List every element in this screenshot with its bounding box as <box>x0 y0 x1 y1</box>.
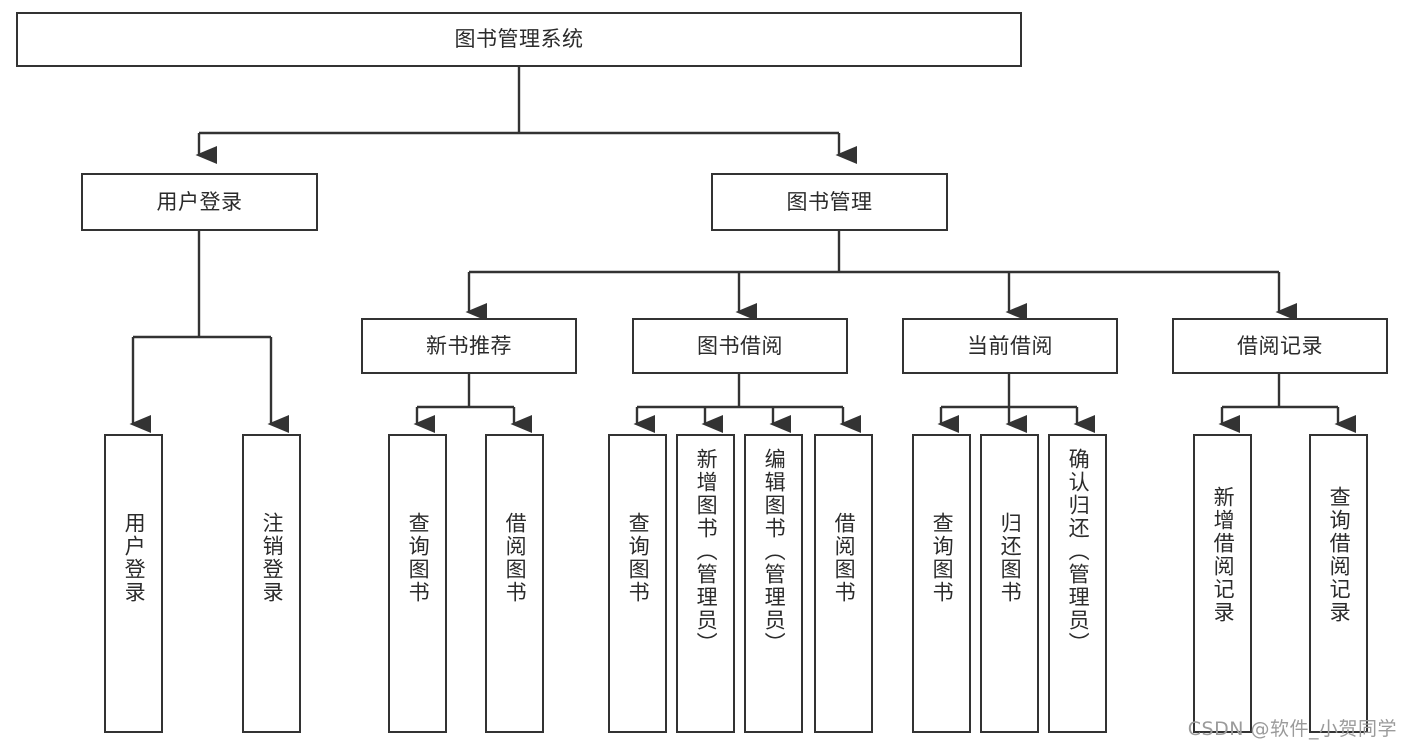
node-label: 编辑图书（管理员） <box>762 448 787 655</box>
leaf-current-borrow-confirm-return-admin[interactable]: 确认归还（管理员） <box>1048 434 1107 733</box>
leaf-book-borrow-borrow-books[interactable]: 借阅图书 <box>814 434 873 733</box>
node-new-book-recommend[interactable]: 新书推荐 <box>361 318 577 374</box>
node-user-login[interactable]: 用户登录 <box>81 173 318 231</box>
node-label: 查询图书 <box>930 512 955 604</box>
leaf-new-book-query-books[interactable]: 查询图书 <box>388 434 447 733</box>
leaf-current-borrow-return-books[interactable]: 归还图书 <box>980 434 1039 733</box>
node-label: 用户登录 <box>156 189 243 214</box>
node-label: 归还图书 <box>998 512 1023 604</box>
leaf-book-borrow-add-book-admin[interactable]: 新增图书（管理员） <box>676 434 735 733</box>
node-borrow-records[interactable]: 借阅记录 <box>1172 318 1388 374</box>
node-current-borrow[interactable]: 当前借阅 <box>902 318 1118 374</box>
node-label: 图书管理 <box>786 189 873 214</box>
leaf-book-borrow-edit-book-admin[interactable]: 编辑图书（管理员） <box>744 434 803 733</box>
node-root-book-management-system[interactable]: 图书管理系统 <box>16 12 1022 67</box>
node-label: 借阅记录 <box>1237 333 1323 358</box>
leaf-book-borrow-query-books[interactable]: 查询图书 <box>608 434 667 733</box>
node-label: 查询借阅记录 <box>1327 486 1352 624</box>
leaf-borrow-records-query-record[interactable]: 查询借阅记录 <box>1309 434 1368 733</box>
node-label: 借阅图书 <box>503 512 528 604</box>
csdn-watermark: CSDN @软件_小贺同学 <box>1187 718 1397 740</box>
node-label: 确认归还（管理员） <box>1066 448 1091 655</box>
node-label: 图书借阅 <box>697 333 783 358</box>
node-label: 图书管理系统 <box>454 27 584 52</box>
node-label: 当前借阅 <box>967 333 1053 358</box>
node-label: 新增借阅记录 <box>1211 486 1236 624</box>
leaf-borrow-records-add-record[interactable]: 新增借阅记录 <box>1193 434 1252 733</box>
node-label: 查询图书 <box>406 512 431 604</box>
node-label: 借阅图书 <box>832 512 857 604</box>
node-label: 新增图书（管理员） <box>694 448 719 655</box>
node-label: 注销登录 <box>260 512 285 604</box>
node-label: 用户登录 <box>122 512 147 604</box>
node-label: 新书推荐 <box>426 333 512 358</box>
node-book-management[interactable]: 图书管理 <box>711 173 948 231</box>
leaf-user-login-logout[interactable]: 注销登录 <box>242 434 301 733</box>
leaf-current-borrow-query-books[interactable]: 查询图书 <box>912 434 971 733</box>
node-book-borrow[interactable]: 图书借阅 <box>632 318 848 374</box>
leaf-new-book-borrow-books[interactable]: 借阅图书 <box>485 434 544 733</box>
node-label: 查询图书 <box>626 512 651 604</box>
leaf-user-login-login[interactable]: 用户登录 <box>104 434 163 733</box>
